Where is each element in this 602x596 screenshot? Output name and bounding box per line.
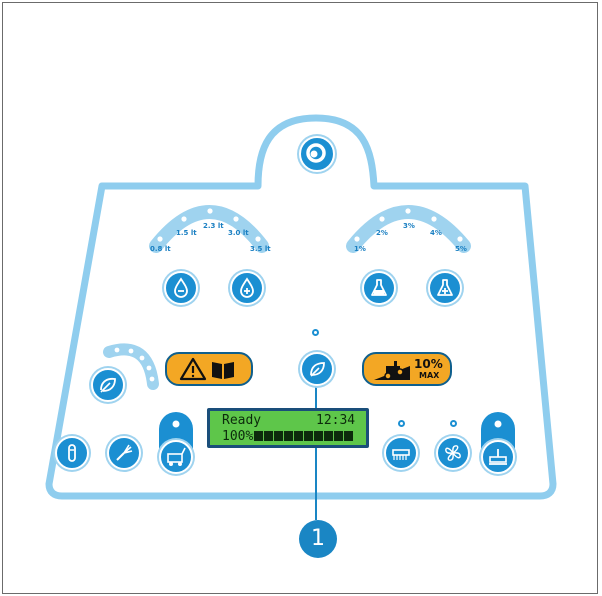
water-flow-label: 3.0 lt <box>228 229 249 237</box>
detergent-decrease-icon <box>371 279 387 296</box>
lcd-time: 12:34 <box>316 413 356 428</box>
light-icon <box>68 444 76 462</box>
brush-button[interactable] <box>384 436 418 470</box>
water-flow-label: 2.3 lt <box>203 222 224 230</box>
squeegee-icon <box>489 449 507 465</box>
water-flow-label: 3.5 lt <box>250 245 271 253</box>
detergent-label: 4% <box>430 229 442 237</box>
brush-icon <box>392 449 410 460</box>
detergent-label: 1% <box>354 245 366 253</box>
center-eco-button[interactable] <box>300 352 334 386</box>
brush-led <box>398 420 405 427</box>
water-flow-label: 0.8 lt <box>150 245 171 253</box>
water-decrease-button[interactable] <box>164 271 198 305</box>
fan-led <box>450 420 457 427</box>
detergent-label: 2% <box>376 229 388 237</box>
callout-marker: 1 <box>299 520 337 558</box>
detergent-increase-button[interactable] <box>428 271 462 305</box>
lcd-status: Ready <box>222 413 262 428</box>
eco-mode-button[interactable] <box>91 368 125 402</box>
light-button[interactable] <box>55 436 89 470</box>
leaf-icon <box>310 362 325 377</box>
lcd-display: Ready 12:34 100% <box>207 408 369 448</box>
logo-icon <box>299 136 335 172</box>
battery-bar <box>254 431 353 441</box>
detergent-label: 3% <box>403 222 415 230</box>
warning-manual-icon <box>179 357 234 381</box>
horn-icon <box>116 444 133 461</box>
drive-button[interactable] <box>159 440 193 474</box>
detergent-increase-icon <box>437 279 453 296</box>
water-increase-icon <box>240 277 254 298</box>
squeegee-button[interactable] <box>481 440 515 474</box>
eco-mode-icon <box>100 377 116 393</box>
horn-button[interactable] <box>107 436 141 470</box>
drive-icon <box>167 447 186 466</box>
slope-max: MAX <box>419 371 440 380</box>
fan-button[interactable] <box>436 436 470 470</box>
warning-manual-indicator <box>165 352 253 386</box>
detergent-label: 5% <box>455 245 467 253</box>
slope-icon <box>374 361 410 380</box>
slope-percent: 10% <box>414 357 443 371</box>
fan-icon <box>445 445 461 461</box>
water-flow-label: 1.5 lt <box>176 229 197 237</box>
lcd-battery: 100% <box>222 429 254 444</box>
water-increase-button[interactable] <box>230 271 264 305</box>
status-led <box>312 329 319 336</box>
water-decrease-icon <box>174 277 188 298</box>
slope-indicator: 10% MAX <box>362 352 452 386</box>
detergent-decrease-button[interactable] <box>362 271 396 305</box>
